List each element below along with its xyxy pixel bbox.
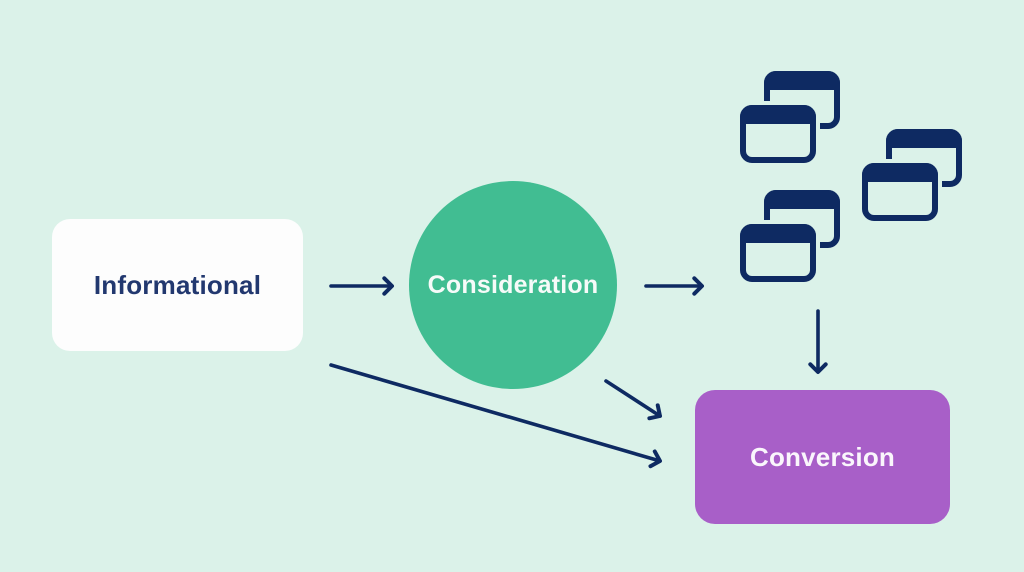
- browser-windows-icon: [862, 129, 962, 221]
- node-informational: Informational: [52, 219, 303, 351]
- node-consideration: Consideration: [409, 181, 617, 389]
- browser-windows-icon: [740, 190, 840, 282]
- node-conversion: Conversion: [695, 390, 950, 524]
- node-informational-label: Informational: [93, 269, 262, 300]
- browser-windows-icon: [740, 71, 840, 163]
- node-conversion-label: Conversion: [749, 441, 896, 472]
- arrow-consideration-to-conversion: [604, 379, 662, 421]
- node-consideration-label: Consideration: [427, 270, 599, 299]
